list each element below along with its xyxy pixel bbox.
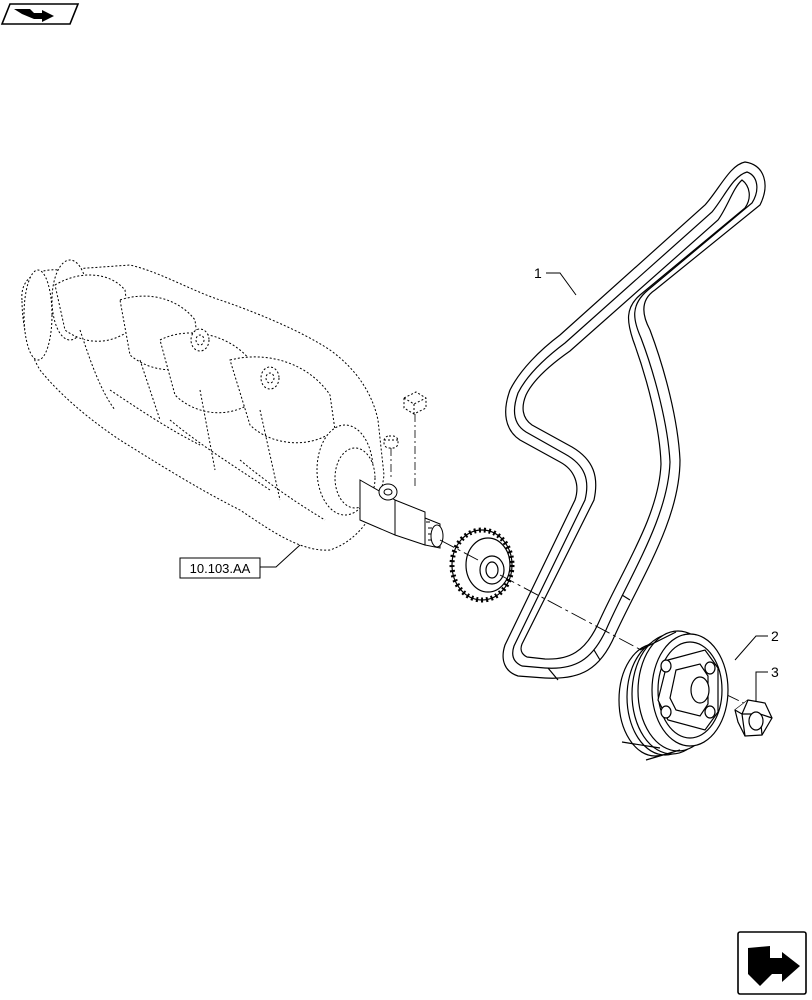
crankshaft-nose: [359, 479, 444, 549]
crankshaft: [21, 259, 385, 551]
callout-1: 1: [534, 265, 542, 281]
callout-3: 3: [771, 664, 779, 680]
reference-link[interactable]: 10.103.AA: [179, 557, 261, 579]
key-center-line: [390, 414, 416, 488]
callout-2: 2: [771, 628, 779, 644]
next-arrow-icon[interactable]: [737, 931, 807, 995]
crankshaft-pulley: [618, 630, 729, 761]
timing-gear: [449, 527, 515, 603]
hex-nut: [734, 699, 773, 737]
reference-label: 10.103.AA: [190, 561, 251, 576]
crankshaft-keys: [383, 391, 427, 449]
leader-lines: [260, 272, 768, 702]
back-arrow-icon[interactable]: [0, 3, 80, 25]
serpentine-belt: [502, 161, 766, 681]
